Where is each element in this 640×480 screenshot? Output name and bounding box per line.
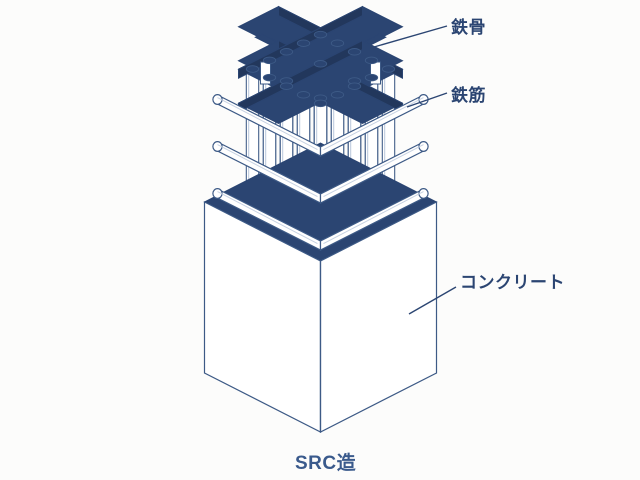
figure-caption: SRC造 bbox=[295, 453, 357, 474]
label-rebar: 鉄筋 bbox=[451, 86, 486, 105]
rebar-top-cap bbox=[279, 48, 294, 56]
rebar-top-cap bbox=[245, 65, 260, 73]
rebar-hoop bbox=[212, 141, 429, 204]
rebar-top-cap bbox=[313, 30, 328, 39]
label-steel-frame: 鉄骨 bbox=[451, 18, 486, 37]
rebar-top-cap bbox=[313, 99, 328, 108]
rebar-top-cap bbox=[296, 39, 311, 47]
rebar-top-cap bbox=[364, 56, 379, 65]
leader-line-concrete bbox=[408, 286, 457, 315]
rebar-top-cap bbox=[364, 73, 379, 82]
hoop-highlight-left bbox=[217, 144, 318, 198]
hoop-highlight-left bbox=[217, 97, 318, 151]
rebar-hoop bbox=[212, 188, 429, 251]
leader-lines bbox=[373, 25, 457, 315]
rebar-top-cap bbox=[279, 82, 294, 90]
rebar-top-cap bbox=[381, 65, 396, 73]
rebar-top-cap bbox=[296, 91, 311, 99]
hoop-highlight-left bbox=[217, 191, 318, 245]
hoop-highlight-right bbox=[323, 97, 424, 151]
rebar-top-cap bbox=[313, 60, 328, 68]
rebar-top-cap bbox=[347, 48, 362, 56]
rebar-hoops bbox=[212, 93, 429, 251]
leader-line-rebar bbox=[406, 92, 448, 108]
rebar-top-cap bbox=[330, 39, 345, 47]
rebar-top-cap bbox=[262, 73, 277, 82]
rebar-bar-caps bbox=[245, 30, 396, 108]
label-concrete: コンクリート bbox=[460, 273, 565, 292]
concrete-block bbox=[203, 142, 438, 433]
hoop-highlight-right bbox=[323, 191, 424, 245]
rebar-top-cap bbox=[262, 56, 277, 65]
hoop-highlight-right bbox=[323, 144, 424, 198]
rebar-top-cap bbox=[330, 91, 345, 99]
leader-line-steel bbox=[373, 25, 448, 48]
rebar-top-cap bbox=[347, 82, 362, 90]
